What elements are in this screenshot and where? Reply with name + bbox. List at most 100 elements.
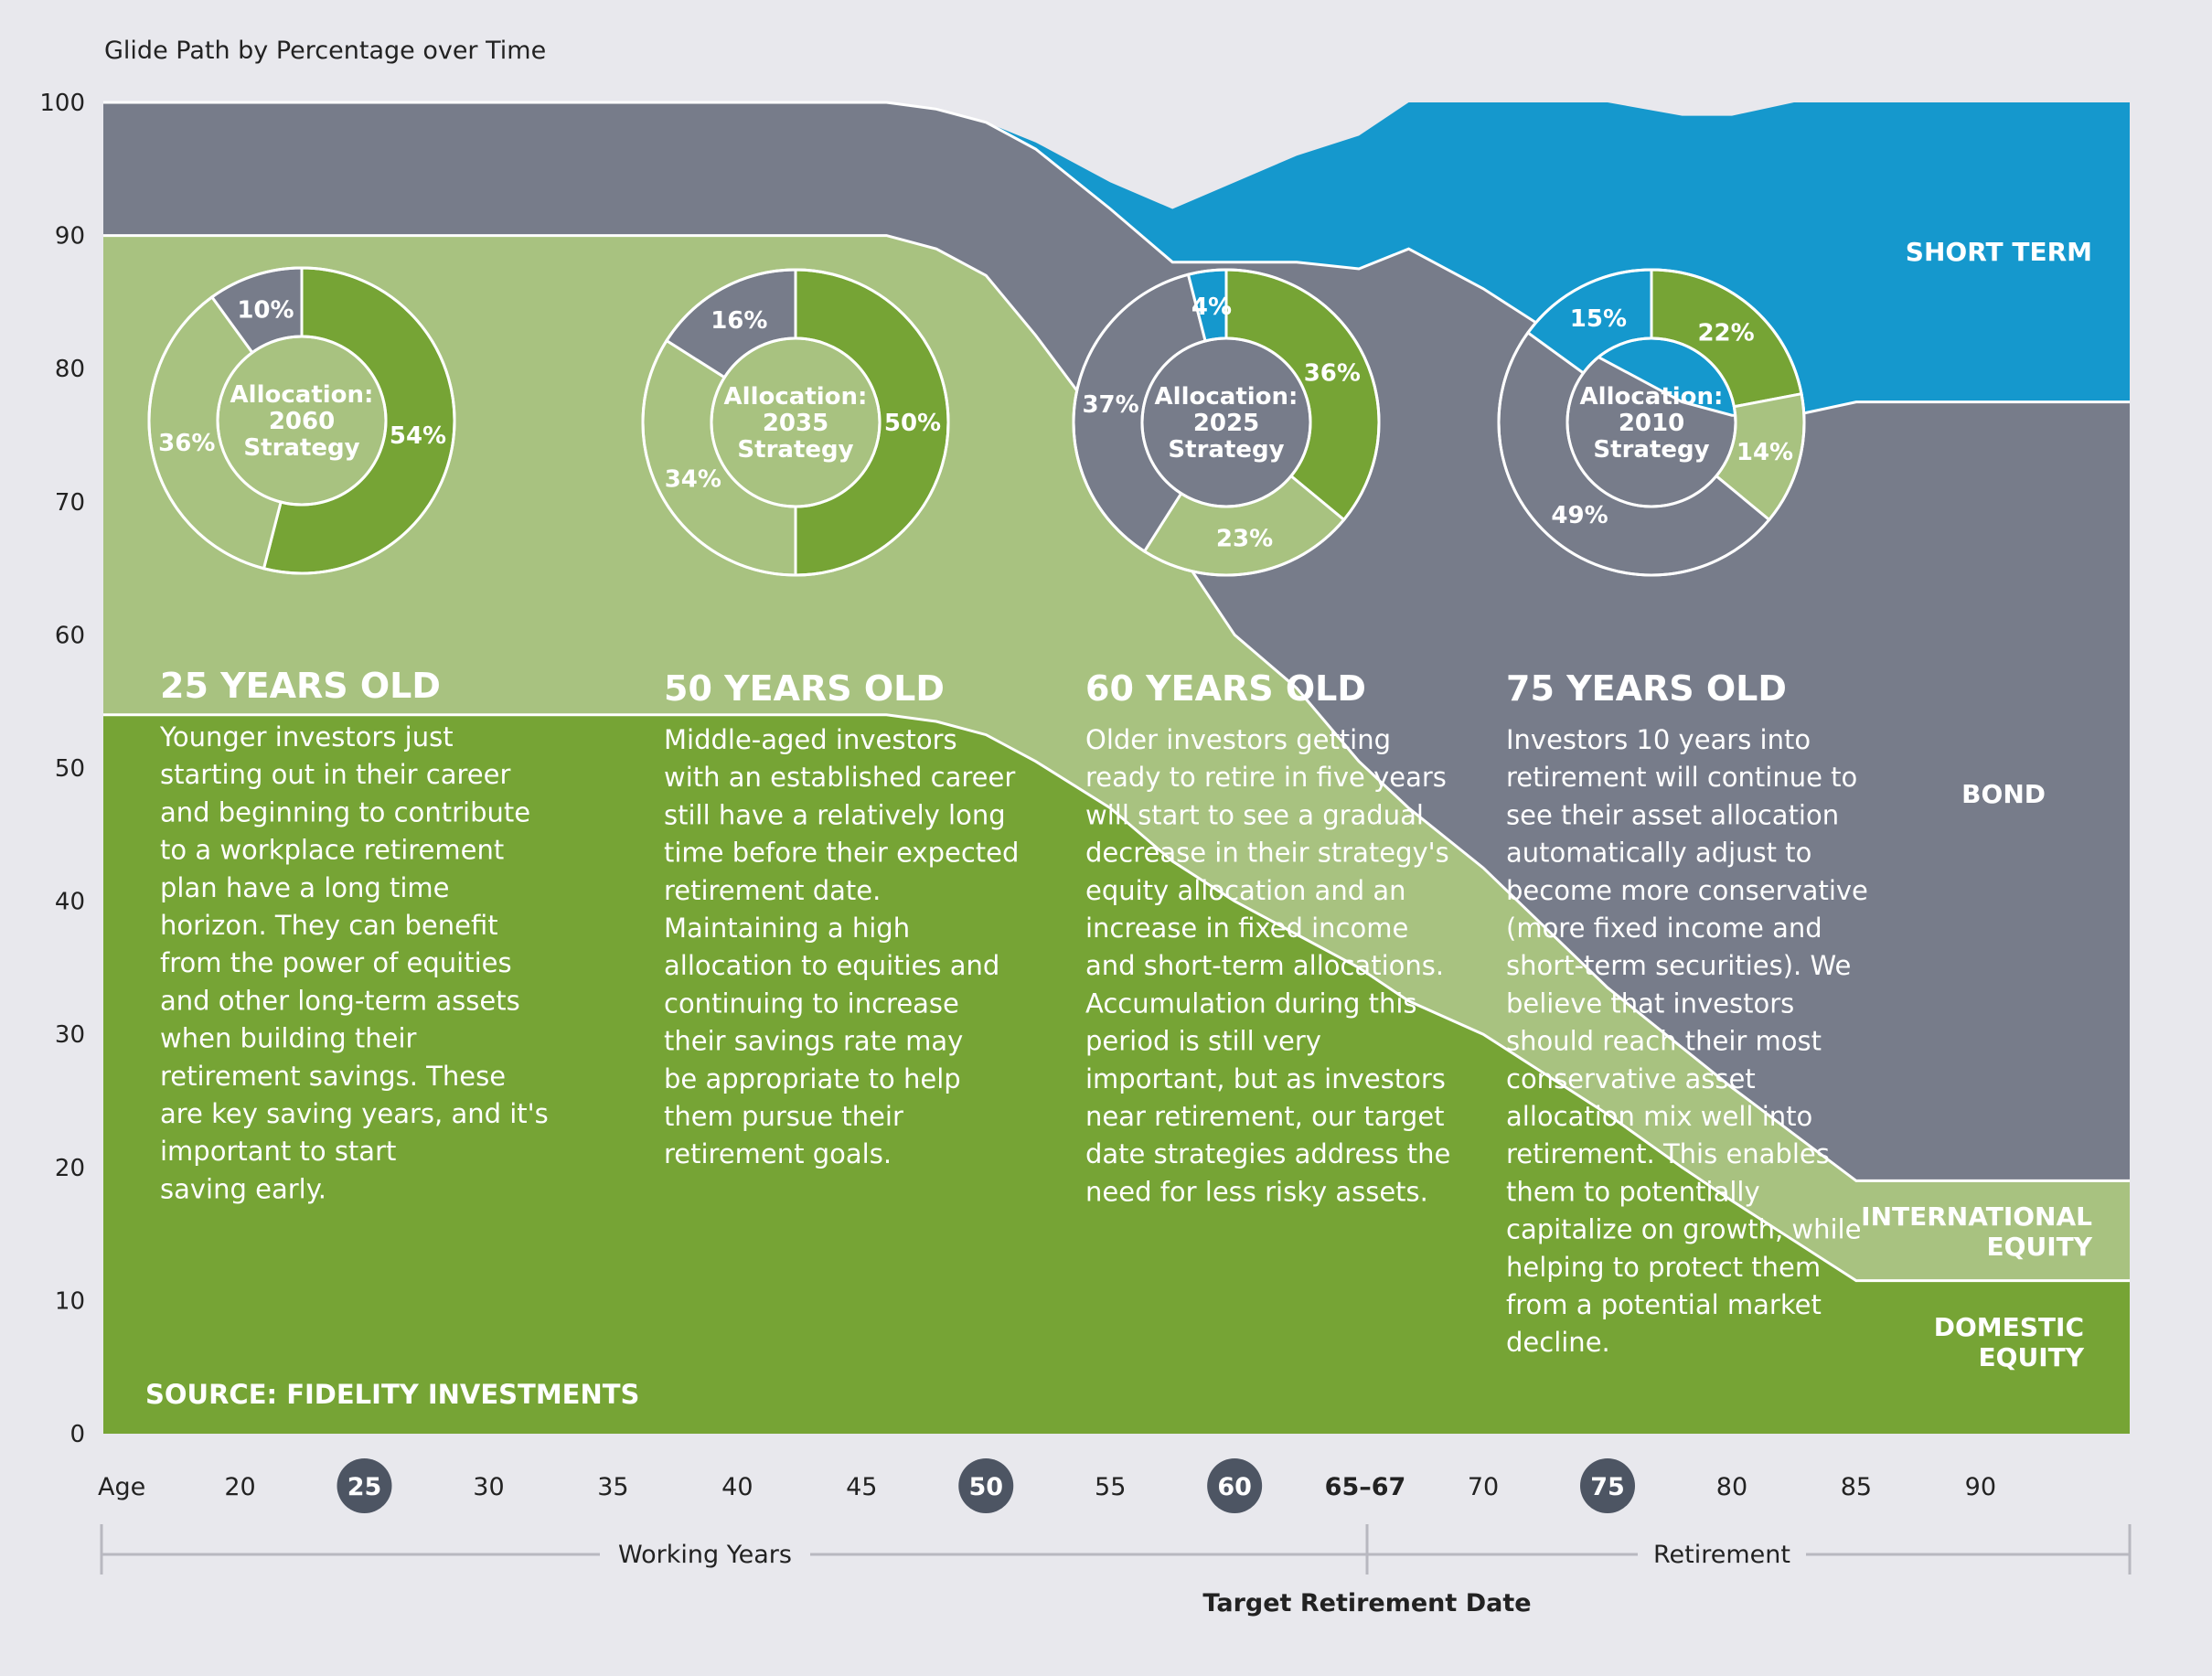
stage-text-line: Younger investors just — [159, 721, 454, 753]
donut-outer-ring — [1497, 268, 1806, 577]
y-tick-label: 80 — [55, 356, 85, 383]
chart-title: Glide Path by Percentage over Time — [104, 37, 546, 65]
series-label-short-term: SHORT TERM — [1906, 237, 2092, 267]
age-badge-60 — [1207, 1458, 1263, 1513]
stage-text-line: starting out in their career — [160, 759, 510, 790]
donut-center-label: 2010 — [1619, 410, 1684, 437]
stage-heading: 75 YEARS OLD — [1506, 668, 1787, 709]
y-tick-label: 70 — [55, 489, 85, 517]
donut-segment-label: 37% — [1082, 391, 1138, 419]
period-label: Working Years — [618, 1541, 792, 1569]
donut-segment-label: 15% — [1570, 305, 1627, 333]
x-tick-label: 35 — [597, 1473, 628, 1501]
age-badge-75 — [1580, 1458, 1636, 1513]
x-tick-label: 45 — [846, 1473, 877, 1501]
age-badge-25 — [337, 1458, 392, 1513]
donut-segment-label: 36% — [1304, 360, 1361, 388]
y-tick-label: 60 — [55, 622, 85, 649]
period-label: Retirement — [1653, 1541, 1790, 1569]
stage-text-line: (more fixed income and — [1506, 913, 1822, 944]
y-tick-label: 50 — [55, 755, 85, 783]
x-tick-label: 85 — [1841, 1473, 1872, 1501]
y-tick-label: 10 — [55, 1287, 85, 1315]
series-label-bond: BOND — [1961, 779, 2046, 809]
donut-segment-label: 14% — [1736, 439, 1793, 466]
x-tick-label: 75 — [1590, 1473, 1625, 1501]
donut-center-label: 2025 — [1193, 410, 1259, 437]
stage-text-line: decrease in their strategy's — [1085, 838, 1449, 869]
stage-text-line: Middle-aged investors — [664, 724, 957, 755]
series-label-domestic-equity: DOMESTIC — [1934, 1312, 2084, 1342]
donut-center-label: Strategy — [1593, 436, 1709, 464]
boundary-domestic-equity — [103, 713, 2130, 1283]
donut-center-label: Allocation: — [230, 381, 374, 409]
age-badge-50 — [958, 1458, 1014, 1513]
stage-text-line: retirement goals. — [664, 1138, 892, 1169]
donut-outer-ring — [641, 268, 950, 577]
stage-text-line: allocation to equities and — [664, 950, 999, 981]
stage-text-line: be appropriate to help — [664, 1063, 961, 1094]
stage-text-line: capitalize on growth, while — [1506, 1214, 1861, 1245]
donut-inner-ring — [710, 336, 882, 508]
stage-text-line: need for less risky assets. — [1085, 1176, 1428, 1207]
stage-text-line: Maintaining a high — [664, 913, 910, 944]
stage-text-line: from a potential market — [1506, 1289, 1822, 1320]
stage-text-line: and other long-term assets — [160, 985, 520, 1016]
area-international-equity — [103, 235, 2130, 1281]
donut-segment-label: 16% — [711, 307, 767, 335]
series-label-international-equity: INTERNATIONAL — [1861, 1201, 2092, 1232]
stage-text-line: continuing to increase — [664, 987, 959, 1019]
stage-text-line: time before their expected — [664, 838, 1019, 869]
stage-text-line: should reach their most — [1506, 1026, 1822, 1057]
stage-text-line: retirement will continue to — [1506, 762, 1857, 793]
stage-text-line: increase in fixed income — [1085, 913, 1408, 944]
donut-center-label: 2060 — [269, 408, 335, 435]
donut-segment-label: 54% — [390, 422, 446, 450]
stage-text-line: saving early. — [160, 1173, 326, 1204]
x-tick-label: 25 — [347, 1473, 382, 1501]
stage-text-line: them pursue their — [664, 1101, 903, 1132]
stage-text-line: period is still very — [1085, 1026, 1321, 1057]
stage-text-line: Investors 10 years into — [1506, 724, 1811, 755]
donut-segment-label: 50% — [884, 410, 941, 437]
donut-center-label: Strategy — [1168, 436, 1284, 464]
boundary-bond — [103, 101, 2130, 417]
stage-text-line: retirement date. — [664, 875, 881, 906]
x-tick-label: 40 — [721, 1473, 753, 1501]
stage-heading: 60 YEARS OLD — [1085, 668, 1366, 709]
y-tick-label: 40 — [55, 889, 85, 916]
area-bond — [103, 102, 2130, 1181]
boundary-international-equity — [103, 234, 2130, 1182]
stage-text-line: and beginning to contribute — [160, 796, 530, 827]
stage-text-line: to a workplace retirement — [160, 835, 504, 866]
stage-text-line: equity allocation and an — [1085, 875, 1405, 906]
x-tick-label: 90 — [1965, 1473, 1996, 1501]
stage-text-line: with an established career — [664, 762, 1015, 793]
donut-inner-ring — [1140, 336, 1312, 508]
stage-text-line: their savings rate may — [664, 1026, 963, 1057]
target-retirement-label: Target Retirement Date — [1202, 1589, 1531, 1617]
stage-text-line: Accumulation during this — [1085, 987, 1417, 1019]
stage-text-line: allocation mix well into — [1506, 1101, 1812, 1132]
donut-outer-ring — [1072, 268, 1381, 577]
y-tick-label: 0 — [69, 1421, 85, 1448]
stage-text-line: near retirement, our target — [1085, 1101, 1445, 1132]
stage-heading: 25 YEARS OLD — [160, 666, 441, 706]
area-domestic-equity — [103, 714, 2130, 1434]
x-tick-label: 55 — [1095, 1473, 1126, 1501]
stage-text-line: retirement. This enables — [1506, 1138, 1830, 1169]
period-bands: Working Years Retirement — [100, 1524, 2132, 1575]
stage-text-line: and short-term allocations. — [1085, 950, 1444, 981]
donut-inner-ring — [1565, 336, 1737, 508]
stage-text-line: important, but as investors — [1085, 1063, 1446, 1094]
stage-text-line: helping to protect them — [1506, 1252, 1821, 1283]
stage-text-line: will start to see a gradual — [1085, 799, 1424, 830]
stage-text-line: see their asset allocation — [1506, 799, 1839, 830]
